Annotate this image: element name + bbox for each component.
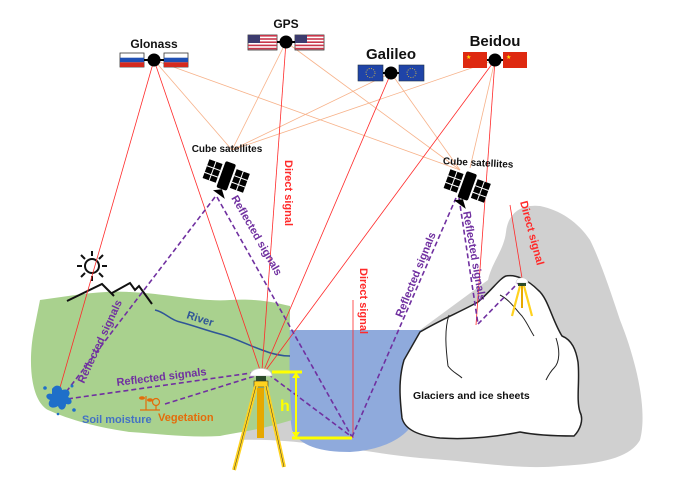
antenna-height-marker <box>272 370 352 440</box>
land-area <box>30 291 293 437</box>
sun-icon <box>77 251 107 281</box>
reflected-signal-line <box>267 373 353 438</box>
svg-text:★: ★ <box>506 54 511 61</box>
glonass-satellite <box>119 52 189 68</box>
cubesat-right-label: Cube satellites <box>443 156 514 171</box>
reflected-signals-label: Reflected signals <box>394 231 439 319</box>
cubesat-left-label: Cube satellites <box>192 144 263 155</box>
satellite-body-icon <box>147 53 161 67</box>
mountain-right <box>111 281 153 305</box>
sat-link <box>231 41 287 151</box>
satellite-body-icon <box>279 35 293 49</box>
reflected-signal-line <box>59 371 259 401</box>
gps-label: GPS <box>273 17 298 31</box>
reflected-signal-line <box>59 196 216 401</box>
ground-layer <box>30 205 643 468</box>
reflected-signals <box>59 196 519 438</box>
vegetation-label: Vegetation <box>158 412 214 424</box>
sat-link <box>285 41 461 171</box>
river <box>154 309 291 357</box>
sat-link <box>153 59 461 171</box>
direct-signal-label: Direct signal <box>357 268 369 334</box>
direct-signal-line <box>56 59 155 399</box>
direct-signals <box>56 41 523 438</box>
direct-signal-line <box>263 72 392 371</box>
glacier <box>399 274 583 440</box>
reflected-signal-line <box>477 282 519 325</box>
galileo-satellite <box>357 64 425 82</box>
glacier-crevasse <box>445 294 560 381</box>
vegetation-icon <box>139 396 161 411</box>
reflected-signal-line <box>216 196 353 438</box>
reflected-signal-line <box>351 197 457 438</box>
reflected-signal-line <box>458 197 479 325</box>
direct-signal-line <box>509 204 523 279</box>
satellite-links <box>153 41 496 171</box>
glonass-label: Glonass <box>130 37 178 51</box>
glaciers-label: Glaciers and ice sheets <box>413 390 530 402</box>
direct-signal-line <box>261 41 287 371</box>
china-flag-icon: ★ ★ <box>463 52 527 68</box>
cubesat-left-icon <box>202 159 250 199</box>
satellite-body-icon <box>488 53 502 67</box>
glacier-antenna-tripod-icon <box>510 277 534 317</box>
gps-satellite <box>247 34 325 51</box>
reflected-signals-label: Reflected signals <box>228 194 284 278</box>
mountains <box>66 281 153 305</box>
gnss-antenna-tripod-icon <box>232 368 286 471</box>
beidou-satellite: ★ ★ <box>463 52 527 68</box>
galileo-label: Galileo <box>366 46 416 63</box>
direct-signal-label: Direct signal <box>282 160 294 226</box>
russia-flag-icon <box>119 52 189 68</box>
cubesat-right-icon <box>443 169 491 209</box>
direct-signal-line <box>153 59 261 371</box>
soil-moisture-label: Soil moisture <box>82 414 152 426</box>
sat-link <box>469 59 496 169</box>
satellite-body-icon <box>384 66 398 80</box>
sat-link <box>153 59 233 151</box>
beidou-label: Beidou <box>470 33 521 50</box>
soil-moisture-splash-icon <box>43 384 76 416</box>
sat-link <box>231 72 392 151</box>
sat-link <box>231 59 496 151</box>
usa-flag-icon <box>247 34 325 51</box>
reflected-signal-line <box>164 374 259 405</box>
svg-text:★: ★ <box>466 54 471 61</box>
mountain-left <box>66 282 115 302</box>
direct-signal-line <box>265 59 496 371</box>
sat-link <box>390 72 461 171</box>
antenna-height-label: h <box>280 398 290 415</box>
